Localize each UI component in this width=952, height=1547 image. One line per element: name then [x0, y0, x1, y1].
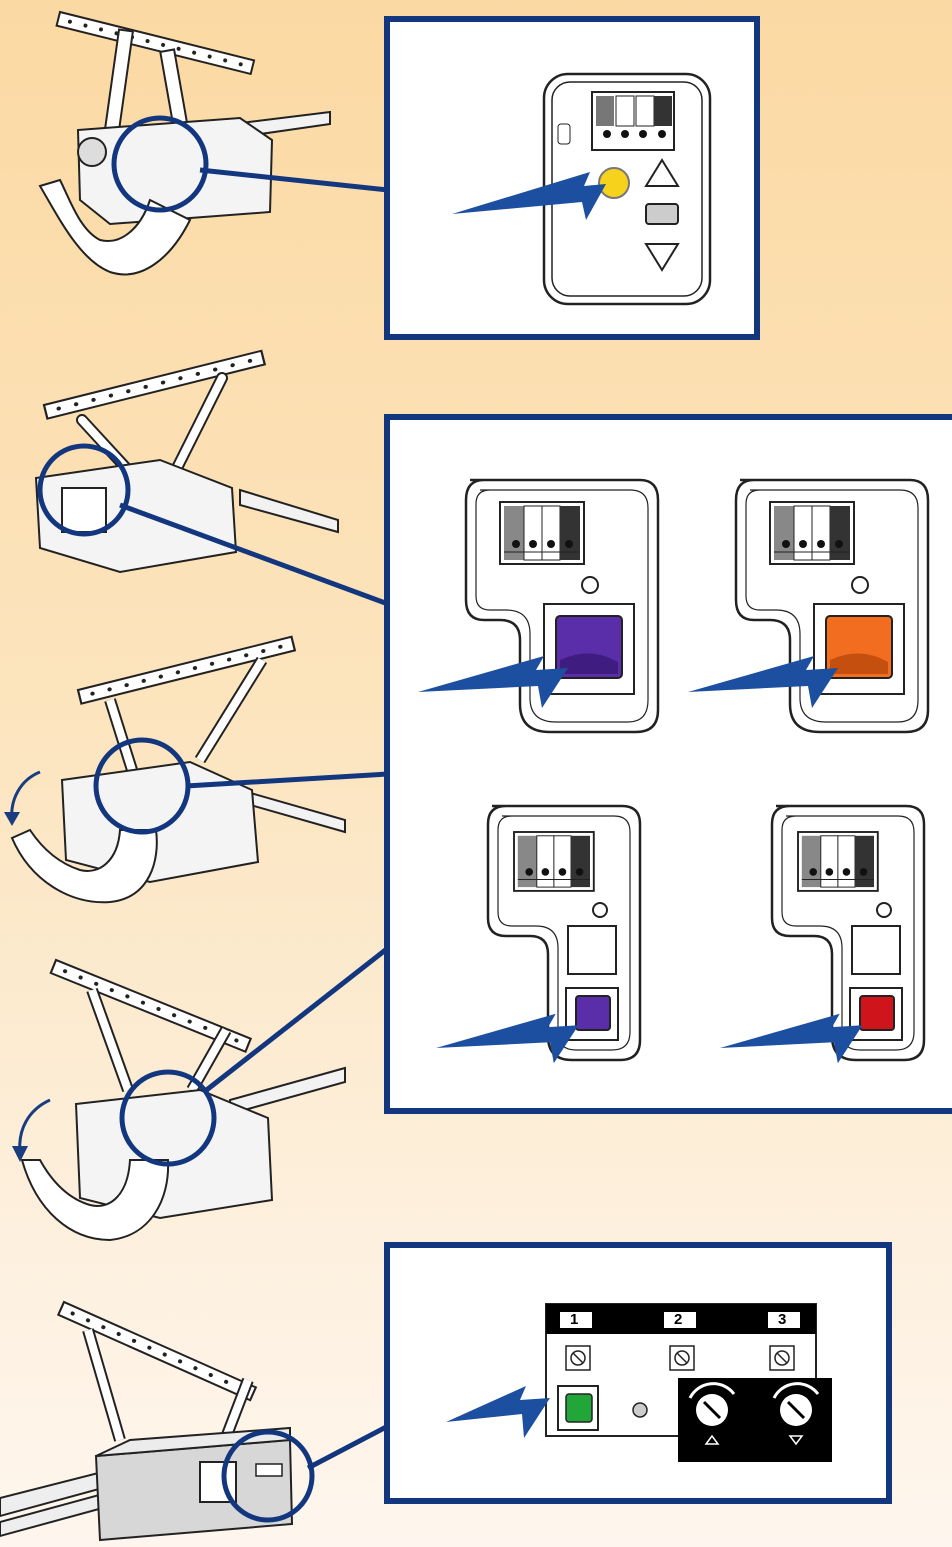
control-board-1	[390, 22, 754, 334]
callout-panel-2	[384, 414, 952, 1114]
board-orange-large	[736, 480, 928, 732]
board-red-small	[772, 806, 924, 1060]
garage-opener-illustration-5	[0, 1302, 292, 1540]
garage-opener-illustration-4	[12, 960, 345, 1240]
board-purple-small	[488, 806, 640, 1060]
terminal-label-3: 3	[778, 1311, 786, 1328]
control-boards-2	[390, 420, 952, 1108]
garage-opener-illustration-3	[4, 637, 345, 902]
terminal-label-1: 1	[570, 1311, 578, 1328]
callout-panel-3: 1 2 3	[384, 1242, 892, 1504]
board-purple-large	[466, 480, 658, 732]
garage-opener-illustration-2	[36, 351, 338, 572]
green-learn-button	[566, 1394, 592, 1422]
pointer-arrow-icon	[446, 1386, 550, 1438]
callout-panel-1	[384, 16, 760, 340]
control-board-3	[390, 1248, 886, 1498]
yellow-learn-button	[599, 168, 629, 198]
terminal-label-2: 2	[674, 1311, 682, 1328]
garage-opener-illustration-1	[40, 12, 330, 274]
